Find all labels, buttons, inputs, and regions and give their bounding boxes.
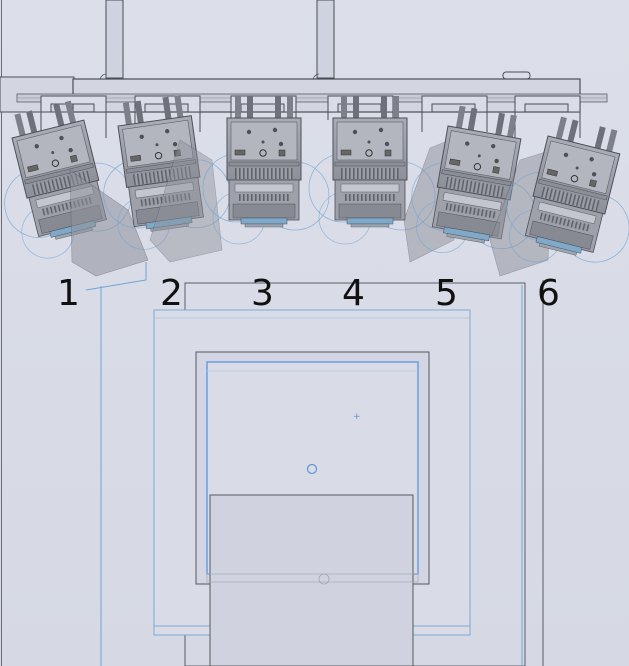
vertical-post-left xyxy=(105,0,124,79)
unit-label-1: 1 xyxy=(57,273,80,314)
unit-label-4: 4 xyxy=(342,273,365,314)
unit-label-3: 3 xyxy=(251,273,274,314)
point-marker: + xyxy=(353,412,361,422)
unit-1-housing xyxy=(69,169,149,291)
unit-label-5: 5 xyxy=(435,273,458,314)
unit-label-2: 2 xyxy=(160,273,183,314)
lower-panel xyxy=(209,494,414,666)
unit-label-6: 6 xyxy=(537,273,560,314)
unit-2-housing xyxy=(149,139,223,263)
lower-assembly: + xyxy=(100,280,544,666)
vertical-post-right xyxy=(316,0,335,79)
origin-circle-marker xyxy=(306,463,318,475)
linear-rail xyxy=(16,93,608,103)
unit-3[interactable] xyxy=(202,95,330,245)
